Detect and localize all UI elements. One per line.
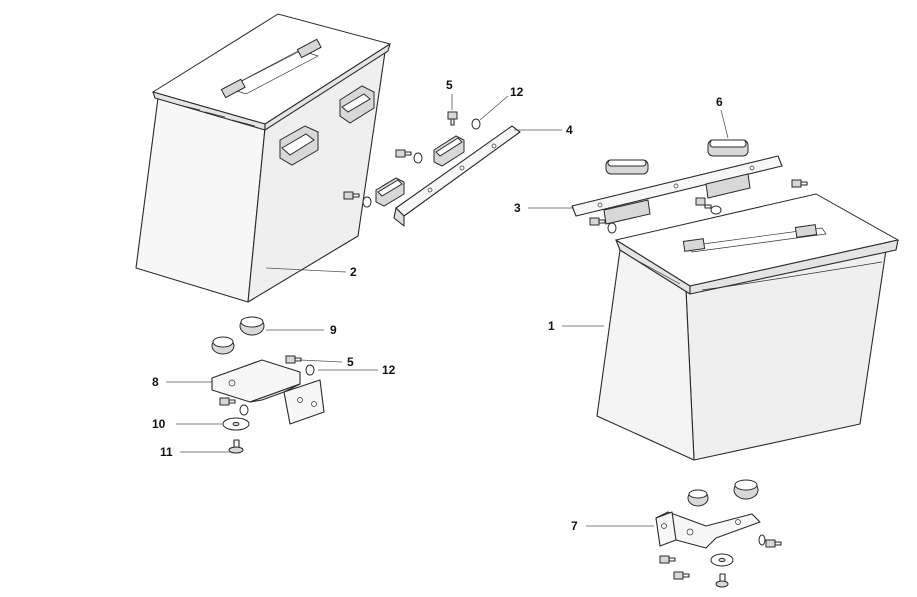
callout-5-lower: 5 <box>347 355 354 369</box>
screw <box>791 179 808 188</box>
rubber-cap <box>239 316 265 336</box>
rubber-bumper <box>433 135 465 167</box>
left-side-case <box>135 13 392 303</box>
screw <box>343 191 360 200</box>
screw <box>695 197 712 209</box>
callout-3: 3 <box>514 201 521 215</box>
washer <box>239 404 249 416</box>
right-side-case <box>596 193 900 461</box>
flat-washer <box>710 553 734 567</box>
mounting-rail-right <box>571 155 783 225</box>
washer <box>607 222 617 234</box>
rubber-bumper <box>707 139 749 157</box>
screw <box>285 355 302 364</box>
callout-12-upper: 12 <box>510 85 524 99</box>
callout-5-upper: 5 <box>446 78 453 92</box>
callout-9: 9 <box>330 323 337 337</box>
flat-washer <box>222 417 250 431</box>
washer <box>413 152 423 164</box>
screw <box>589 217 606 226</box>
lower-bracket-left <box>211 359 325 425</box>
screw <box>219 397 236 406</box>
rubber-cap <box>687 489 709 507</box>
rubber-bumper <box>605 159 649 175</box>
rubber-cap <box>211 336 235 355</box>
rubber-bumper <box>375 177 405 207</box>
callout-4: 4 <box>566 123 573 137</box>
lower-bracket-right <box>655 511 761 549</box>
rubber-cap <box>733 479 759 500</box>
callout-7: 7 <box>571 519 578 533</box>
left-case-latch <box>279 125 319 166</box>
callout-10: 10 <box>152 417 166 431</box>
callout-11: 11 <box>160 445 173 459</box>
washer <box>305 364 315 376</box>
screw <box>447 111 458 126</box>
left-case-latch <box>339 85 375 124</box>
callout-2: 2 <box>350 265 357 279</box>
washer <box>471 118 481 130</box>
mounting-rail-left <box>393 125 521 227</box>
screw <box>765 539 782 548</box>
washer <box>758 534 766 546</box>
bolt <box>228 439 244 454</box>
callout-12-lower: 12 <box>382 363 396 377</box>
callout-6: 6 <box>716 95 723 109</box>
callout-8: 8 <box>152 375 159 389</box>
bolt <box>715 573 729 588</box>
screw <box>673 571 690 580</box>
washer <box>362 196 372 208</box>
callout-1: 1 <box>548 319 555 333</box>
screw <box>395 149 412 158</box>
screw <box>659 555 676 564</box>
washer <box>710 205 722 215</box>
